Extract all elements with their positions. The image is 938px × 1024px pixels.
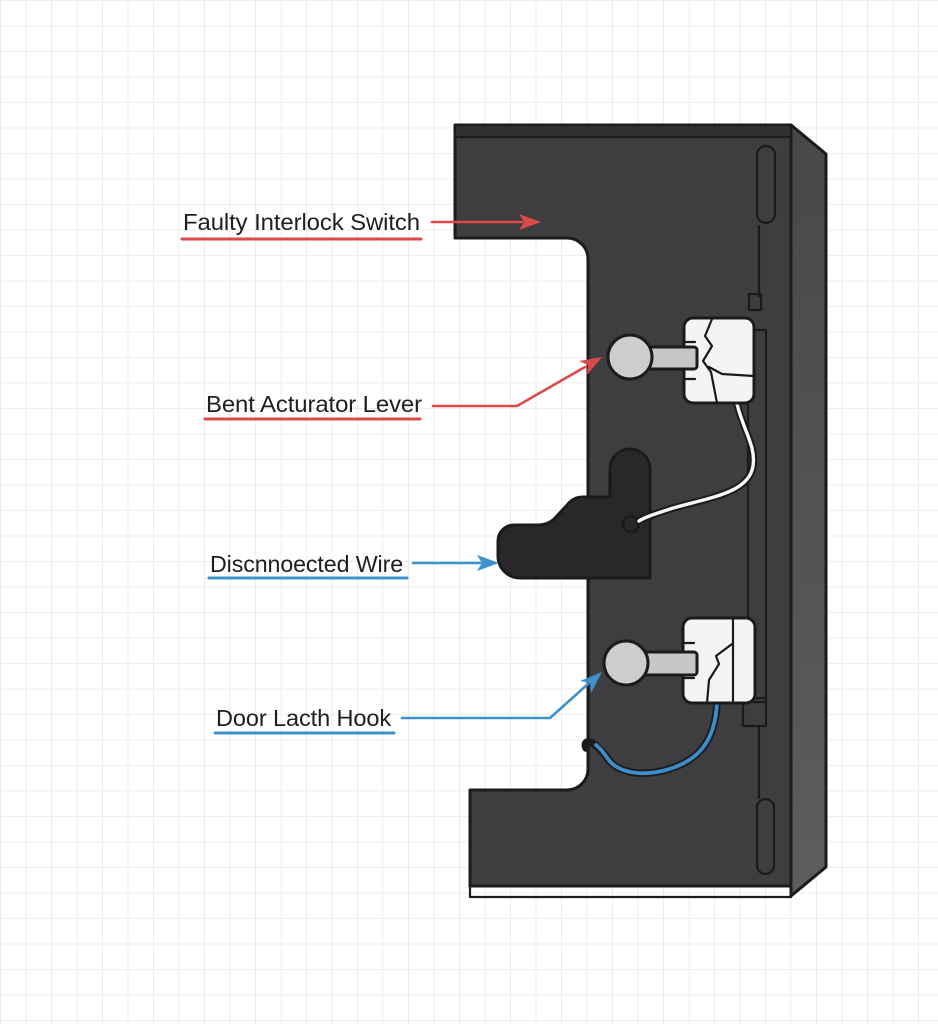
arrowhead-icon — [579, 357, 602, 375]
latch-hook-body — [496, 447, 652, 580]
interlock-switch-top — [606, 316, 756, 405]
door-latch-hook — [496, 447, 652, 580]
annotation-disconnected-wire: Discnnoected Wire — [207, 551, 499, 580]
switch-crack — [701, 317, 756, 405]
mounting-rail — [741, 224, 768, 800]
bottom-slot — [755, 797, 776, 876]
switch-crack — [705, 642, 734, 705]
interlock-switch-bottom — [602, 616, 757, 705]
panel-bevel-side — [789, 123, 828, 898]
panel-bottom-lip — [468, 884, 793, 899]
top-slot — [755, 144, 777, 225]
annotation-door-latch-hook: Door Lacth Hook — [213, 672, 602, 735]
actuator-ball — [606, 333, 654, 381]
latch-lever-ball — [602, 639, 650, 687]
latch-switch-wire — [581, 699, 721, 777]
annotation-bent-actuator-lever: Bent Acturator Lever — [203, 357, 602, 421]
label-bent-actuator-lever: Bent Acturator Lever — [206, 391, 422, 417]
arrowhead-icon — [519, 214, 541, 230]
arrowhead-icon — [580, 672, 602, 693]
label-door-latch-hook: Door Lacth Hook — [216, 705, 391, 731]
label-faulty-interlock-switch: Faulty Interlock Switch — [183, 209, 420, 235]
leader-line — [431, 365, 587, 408]
label-disconnected-wire: Discnnoected Wire — [210, 551, 403, 577]
leader-line — [400, 682, 590, 720]
arrowhead-icon — [477, 555, 499, 571]
disconnected-wire — [635, 400, 758, 525]
panel-top-lip — [456, 126, 790, 137]
annotation-faulty-interlock-switch: Faulty Interlock Switch — [180, 209, 541, 241]
